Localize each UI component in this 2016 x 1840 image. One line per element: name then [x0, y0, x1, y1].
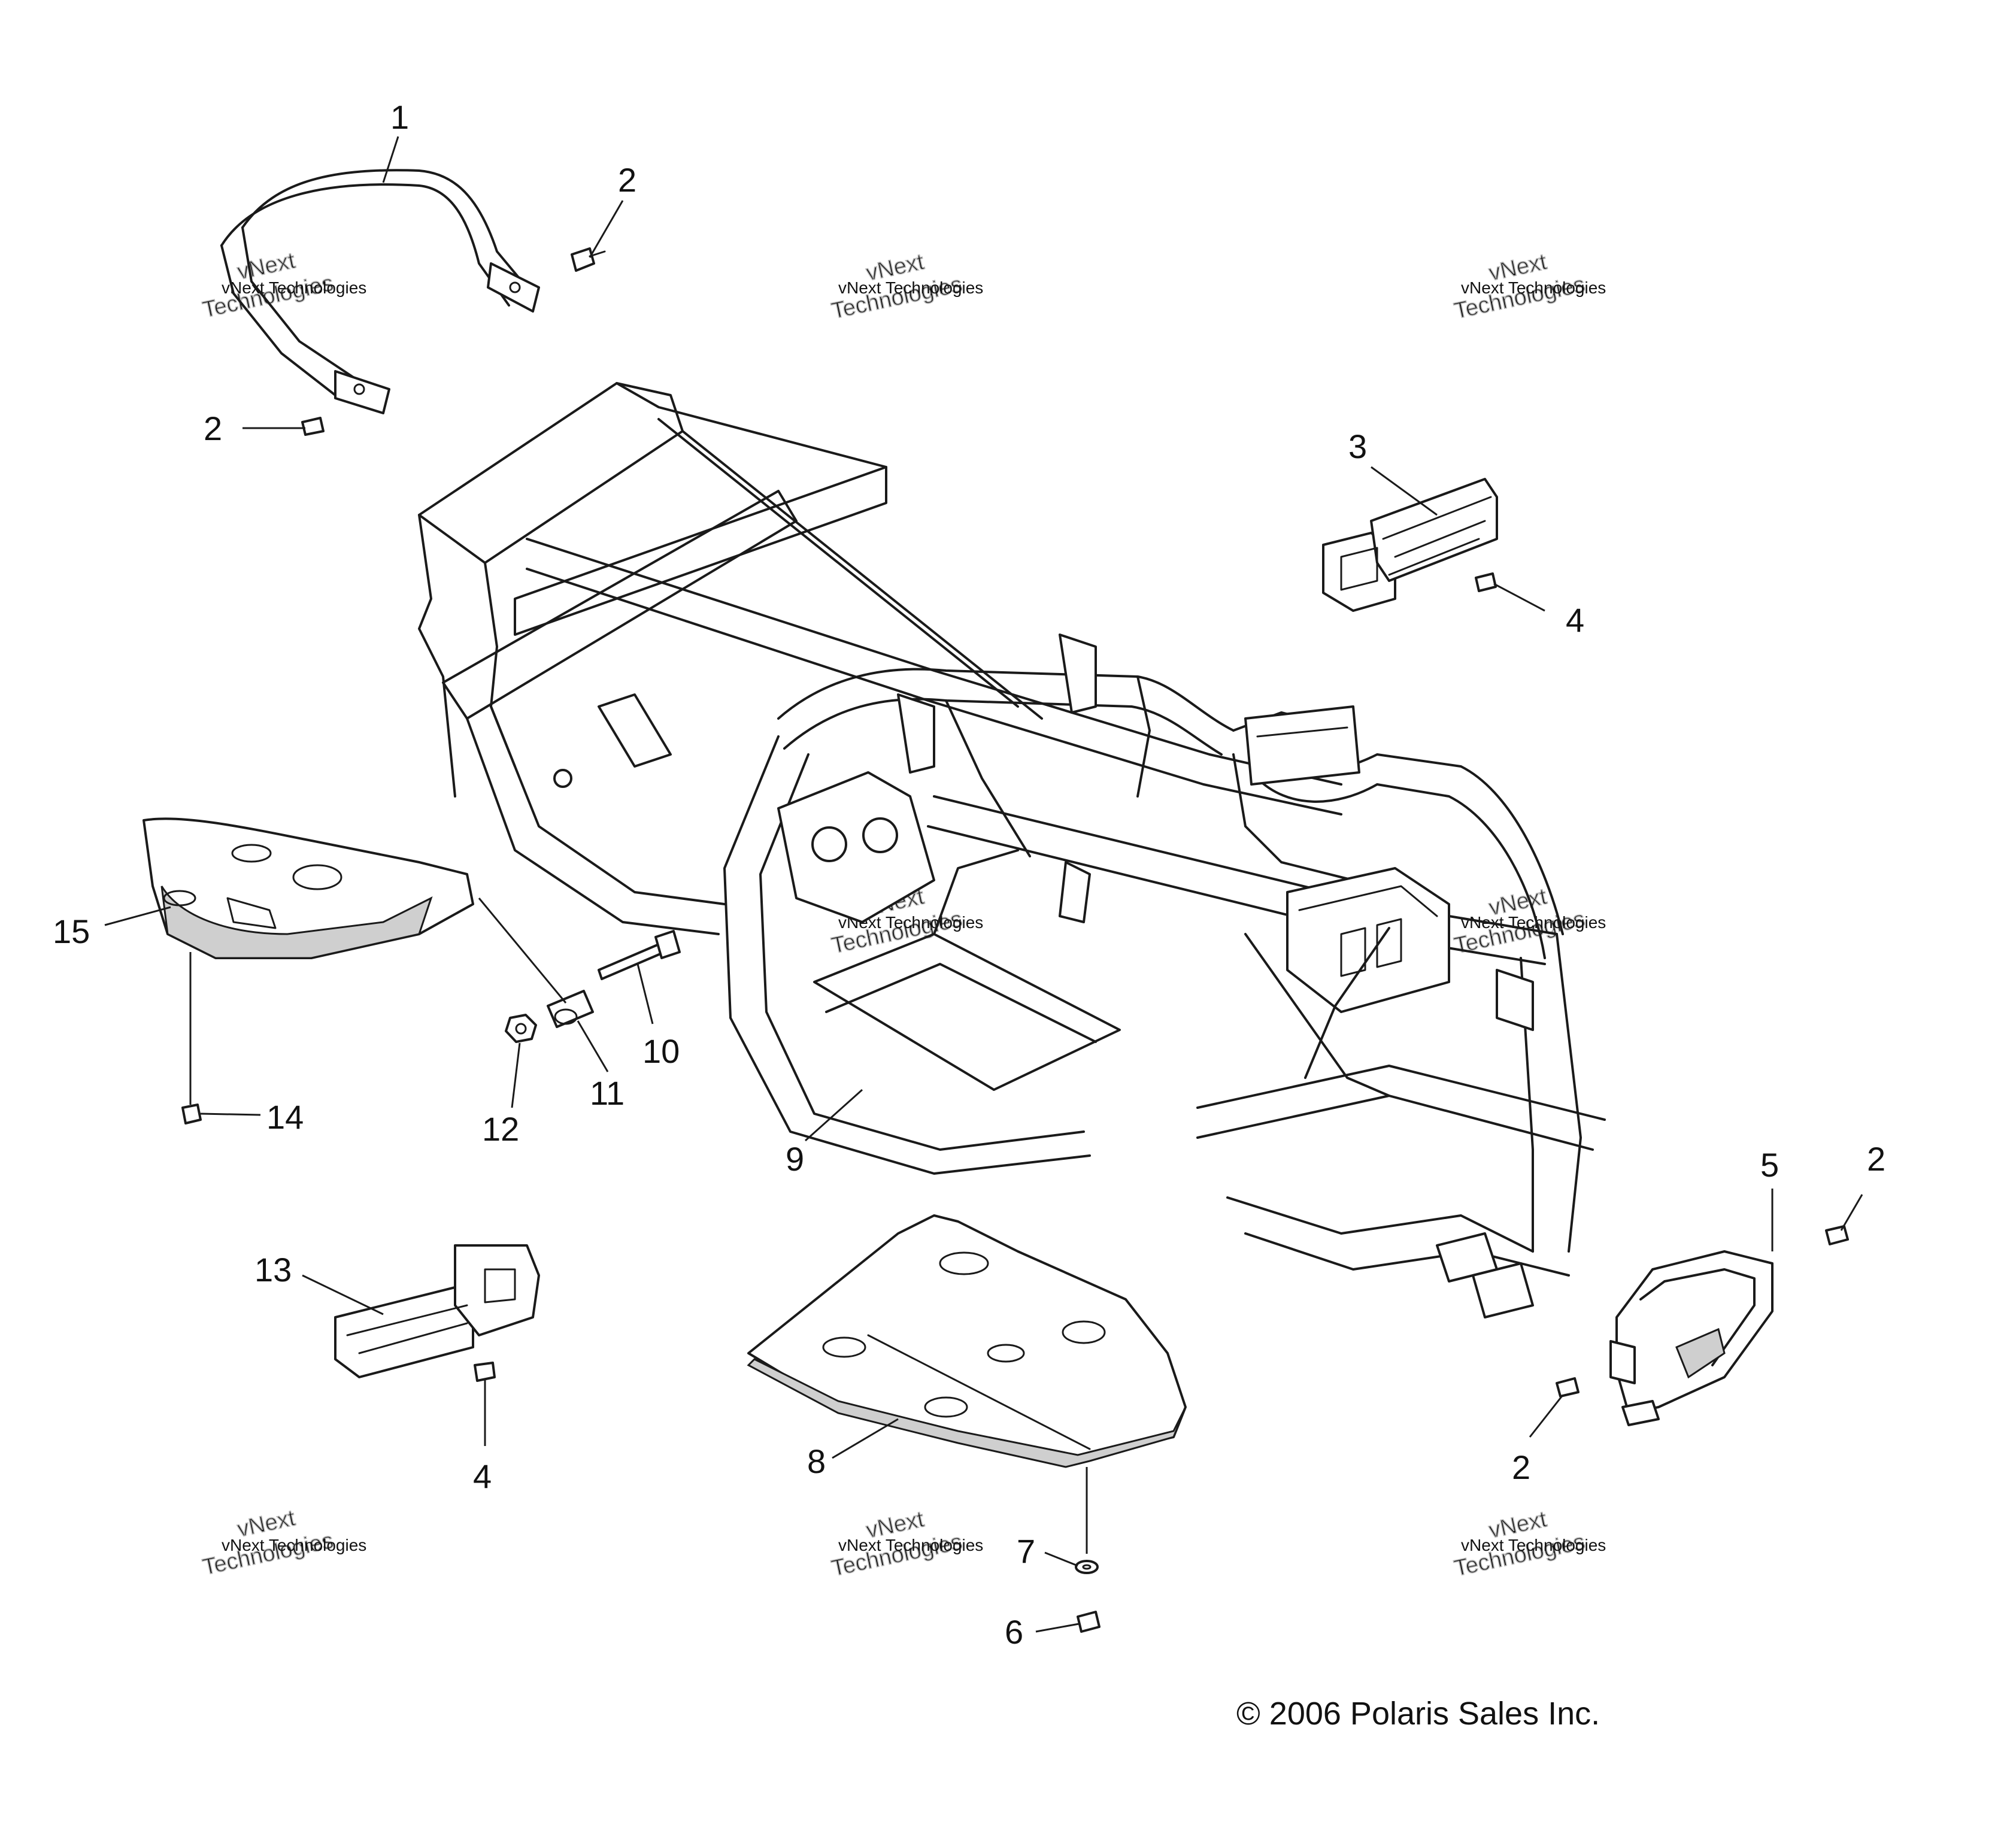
nut-part — [505, 1014, 537, 1043]
left-skid-plate-part — [143, 817, 474, 959]
callout-7: 7 — [1017, 1532, 1035, 1570]
screw-left-part — [181, 1104, 202, 1124]
main-frame-part — [418, 382, 1606, 1318]
bolt-top — [571, 247, 606, 272]
grab-bar-part — [220, 169, 540, 414]
callout-4-left: 4 — [473, 1457, 492, 1495]
leader-12 — [511, 1042, 521, 1108]
callout-1: 1 — [390, 98, 409, 136]
bolt-bottom-part — [1077, 1611, 1101, 1633]
callout-14: 14 — [266, 1098, 304, 1136]
leader-15 — [104, 906, 171, 926]
watermark-text-top-left: vNext Technologies — [222, 278, 366, 297]
leader-6 — [1035, 1623, 1080, 1633]
leader-3 — [1371, 466, 1438, 516]
leader-7 — [1044, 1551, 1078, 1567]
front-skid-plate-part — [747, 1214, 1187, 1468]
screw-lower-left-part — [474, 1362, 496, 1382]
callout-10: 10 — [642, 1032, 680, 1070]
leader-14 — [200, 1113, 261, 1116]
leader-2-right-lower — [1529, 1395, 1564, 1438]
leader-2-top — [589, 200, 624, 258]
front-bumper-part — [1609, 1250, 1774, 1426]
leader-8 — [832, 1418, 899, 1459]
callout-6: 6 — [1005, 1613, 1023, 1651]
watermark-text-bottom-center: vNext Technologies — [838, 1536, 983, 1554]
bolt-right-upper — [1825, 1225, 1849, 1245]
spacer-part — [547, 990, 594, 1028]
leader-2-right-upper — [1840, 1194, 1863, 1231]
callout-9: 9 — [786, 1140, 804, 1178]
leader-11-up — [478, 898, 567, 1004]
leader-10 — [636, 963, 654, 1024]
leader-11 — [577, 1020, 609, 1072]
callout-8: 8 — [807, 1442, 826, 1480]
callout-11: 11 — [590, 1074, 624, 1112]
copyright-notice: © 2006 Polaris Sales Inc. — [1236, 1696, 1600, 1732]
callout-15: 15 — [53, 913, 90, 950]
callout-2-right-upper: 2 — [1867, 1140, 1885, 1178]
footrest-right-part — [1322, 478, 1498, 612]
callout-3: 3 — [1348, 428, 1367, 465]
bolt-upper-left — [301, 417, 325, 436]
screw-right-part — [1475, 572, 1497, 592]
watermark-text-top-center: vNext Technologies — [838, 278, 983, 297]
callout-2-left: 2 — [204, 410, 222, 447]
leader-1 — [382, 136, 399, 183]
leader-13 — [302, 1274, 384, 1315]
washer-part — [1075, 1560, 1099, 1574]
callout-13: 13 — [254, 1251, 292, 1289]
long-bolt-part — [598, 930, 681, 980]
callout-4-right: 4 — [1566, 601, 1584, 639]
callout-12: 12 — [482, 1110, 519, 1148]
leader-4-right — [1493, 583, 1545, 612]
footrest-left-part — [334, 1244, 540, 1378]
callout-2-right-lower: 2 — [1512, 1448, 1530, 1486]
callout-2-top: 2 — [618, 161, 636, 199]
watermark-text-bottom-left: vNext Technologies — [222, 1536, 366, 1554]
watermark-text-bottom-right: vNext Technologies — [1461, 1536, 1606, 1554]
bolt-right-lower — [1556, 1377, 1580, 1398]
watermark-text-top-right: vNext Technologies — [1461, 278, 1606, 297]
leader-9 — [804, 1089, 863, 1142]
callout-5: 5 — [1760, 1146, 1779, 1184]
